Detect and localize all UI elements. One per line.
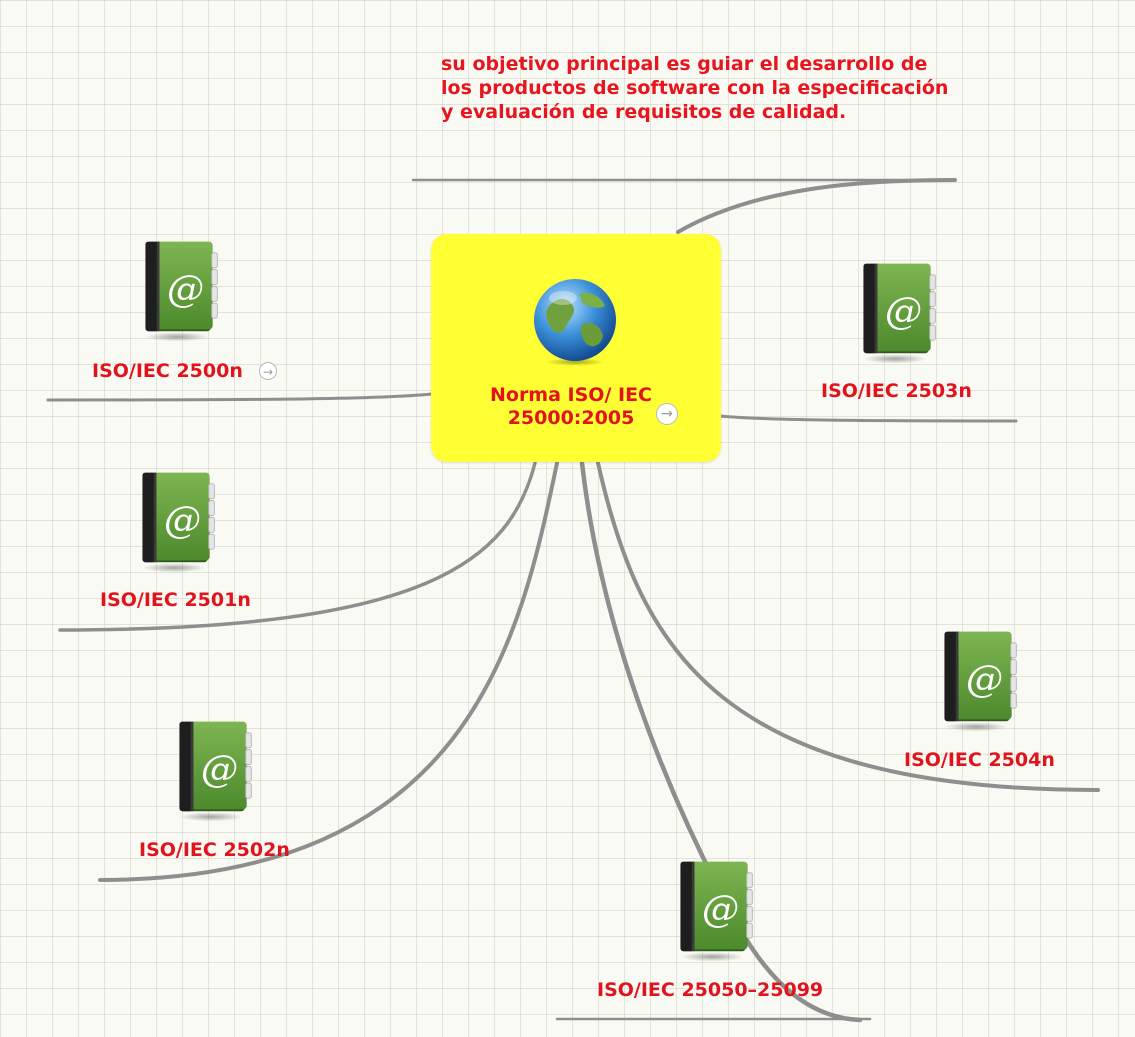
address-book-icon — [863, 263, 936, 364]
connector-2501n — [58, 461, 537, 632]
central-topic-title: Norma ISO/ IEC 25000:2005 — [489, 384, 652, 429]
node-label-25050-25099[interactable]: ISO/IEC 25050–25099 — [597, 979, 824, 1001]
address-book-icon — [144, 241, 218, 342]
connector-2500n — [46, 392, 434, 402]
node-label-2501n[interactable]: ISO/IEC 2501n — [100, 589, 251, 611]
note-text: su objetivo principal es guiar el desarr… — [441, 53, 949, 123]
address-book-icon — [141, 472, 215, 573]
connector-2504n — [596, 461, 1100, 792]
node-label-2500n[interactable]: ISO/IEC 2500n — [92, 360, 243, 382]
connector-2502n — [98, 461, 559, 882]
address-book-icon — [178, 721, 252, 822]
node-label-2502n[interactable]: ISO/IEC 2502n — [139, 839, 290, 861]
node-label-2504n[interactable]: ISO/IEC 2504n — [904, 749, 1055, 771]
node-label-2503n[interactable]: ISO/IEC 2503n — [821, 380, 972, 402]
connector-25050 — [579, 460, 863, 1023]
node-2500n-expand-arrow-icon[interactable]: → — [259, 362, 277, 380]
globe-icon — [534, 279, 616, 366]
address-book-icon — [680, 861, 753, 962]
connector-2503n — [718, 414, 1018, 423]
address-book-icon — [944, 631, 1017, 732]
central-expand-arrow-icon[interactable]: → — [656, 403, 678, 425]
connector-note — [676, 178, 957, 234]
central-topic[interactable]: Norma ISO/ IEC 25000:2005 → — [431, 234, 721, 462]
